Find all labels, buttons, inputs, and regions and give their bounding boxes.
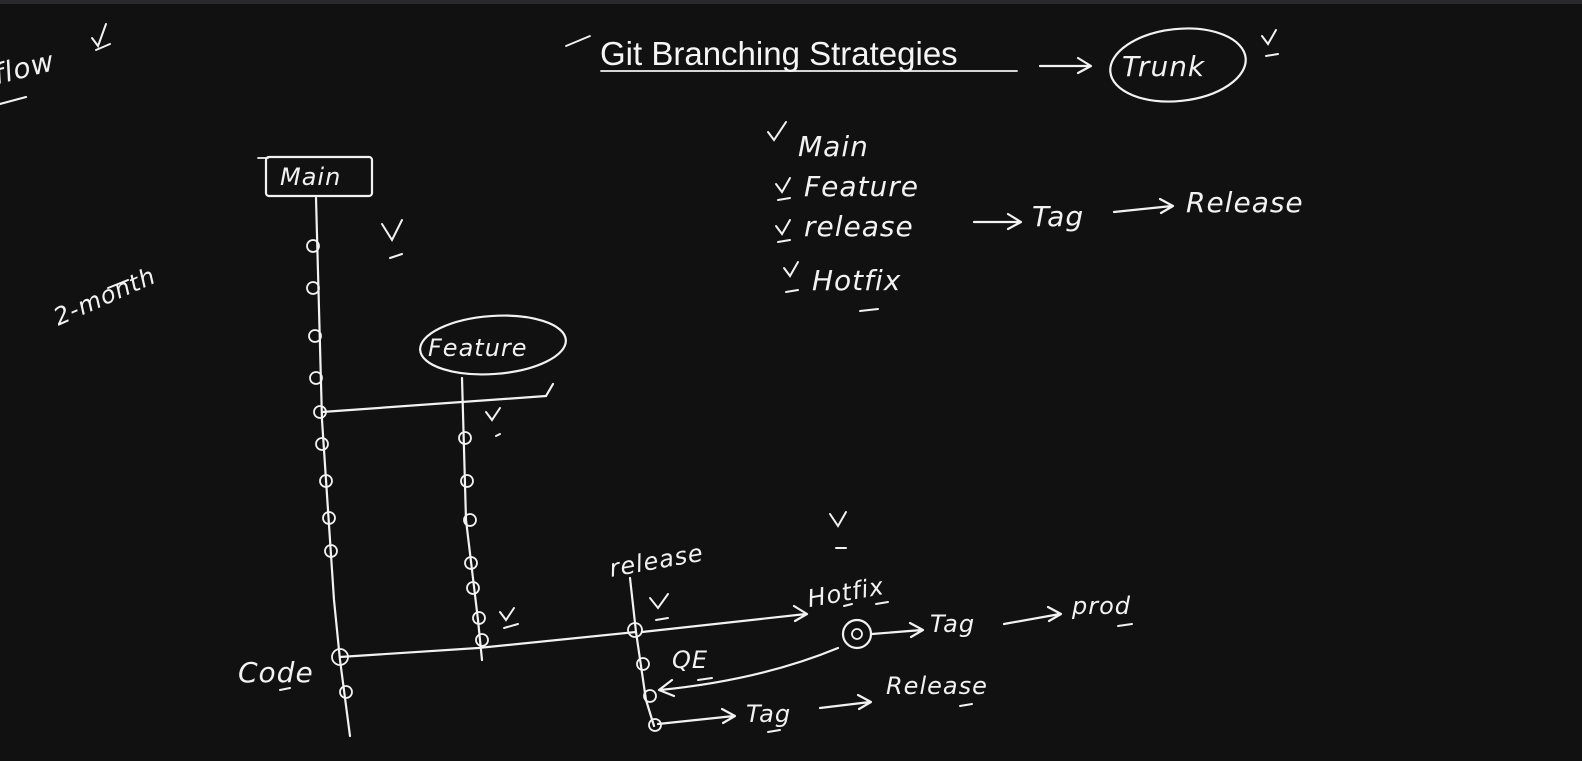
- release-commit: [648, 718, 662, 732]
- qe-underline: [697, 677, 713, 681]
- flow-underline: [0, 95, 28, 106]
- main-check-dash: [389, 253, 403, 259]
- release-result-underline: [959, 703, 973, 707]
- code-label: Code: [238, 656, 314, 689]
- release-commit: [643, 689, 657, 703]
- trunk-check-icon: [1261, 29, 1277, 46]
- main-commit: [306, 281, 320, 295]
- qe-label: QE: [672, 646, 708, 674]
- feature-commit: [472, 611, 486, 625]
- feature-commit: [475, 633, 489, 647]
- main-check-icon: [381, 219, 403, 243]
- feature-end-dash: [503, 623, 519, 629]
- main-box-label: Main: [280, 163, 341, 191]
- list-check-feature-dash: [777, 197, 791, 201]
- feature-bubble-label: Feature: [428, 334, 528, 362]
- feature-commits: [458, 431, 489, 647]
- code-underline: [279, 687, 291, 691]
- feature-commit: [464, 556, 478, 570]
- release-check-icon: [649, 593, 669, 610]
- list-check-release-icon: [775, 219, 791, 236]
- main-commit: [322, 511, 336, 525]
- branch-list: Main Feature release Tag Release Hotfix: [767, 121, 1304, 312]
- main-commit: [339, 685, 353, 699]
- tag-to-release-arrow-icon: [818, 693, 873, 711]
- main-commit: [309, 371, 323, 385]
- pen-cursor-icon: [544, 382, 555, 398]
- feature-bubble: [419, 314, 567, 376]
- feature-branch-line: [460, 376, 484, 662]
- list-check-hotfix-icon: [783, 261, 799, 278]
- release-tag-underline: [767, 729, 781, 733]
- main-commits: [306, 239, 353, 699]
- flow-check-dash: [95, 43, 111, 51]
- hotfix-to-tag-arrow-icon: [870, 621, 925, 639]
- release-commit: [627, 622, 643, 638]
- hotfix-commit-inner: [851, 628, 863, 640]
- feature-check-dot: [495, 433, 501, 437]
- main-branch-line: [314, 196, 352, 738]
- hotfix-tag-label: Tag: [930, 610, 975, 638]
- release-branch-line: [628, 576, 656, 728]
- flow-check-icon: [91, 23, 107, 49]
- main-commit: [306, 239, 320, 253]
- list-check-release-dash: [777, 239, 791, 243]
- main-commit: [308, 329, 322, 343]
- hotfix-underline-dash: [859, 308, 879, 312]
- release-tag-label: Tag: [746, 700, 791, 728]
- list-item-main: Main: [798, 130, 869, 163]
- main-box: [264, 155, 374, 198]
- list-check-feature-icon: [775, 177, 791, 194]
- feature-commit: [466, 581, 480, 595]
- release-label: release: [607, 539, 705, 583]
- release-check-dash: [655, 617, 669, 621]
- list-arrow-to-tag-icon: [972, 212, 1023, 231]
- duration-note: 2-month: [49, 262, 160, 332]
- prod-underline: [1117, 623, 1133, 627]
- main-commit: [324, 544, 338, 558]
- feature-commit: [463, 513, 477, 527]
- release-commit: [636, 657, 650, 671]
- feature-commit: [458, 431, 472, 445]
- list-item-release-result: Release: [1186, 186, 1304, 219]
- list-check-main-icon: [767, 121, 787, 142]
- prod-label: prod: [1071, 592, 1131, 620]
- code-to-release-line: [338, 630, 638, 659]
- trunk-circle: [1109, 27, 1247, 103]
- list-item-tag: Tag: [1032, 200, 1084, 233]
- list-item-feature: Feature: [804, 170, 919, 203]
- window-top-border: [0, 0, 1582, 4]
- hotfix-check-icon: [829, 511, 847, 528]
- main-commit: [315, 437, 329, 451]
- feature-branch-off-line: [320, 394, 548, 414]
- list-arrow-to-release-icon: [1112, 197, 1175, 215]
- title-arrow-icon: [1038, 56, 1093, 75]
- release-to-hotfix-arrow-icon: [640, 604, 809, 634]
- title-pen-mark: [565, 35, 591, 47]
- feature-check-icon: [485, 407, 501, 422]
- list-check-hotfix-dash: [785, 289, 799, 293]
- feature-commit: [460, 474, 474, 488]
- release-to-tag-arrow-icon: [656, 707, 737, 726]
- hotfix-commit-outer: [841, 618, 873, 650]
- hotfix-underline: [843, 601, 889, 607]
- trunk-check-dash: [1265, 53, 1279, 57]
- page-title: Git Branching Strategies: [600, 35, 958, 72]
- hotfix-to-release-arrow-icon: [657, 646, 840, 698]
- top-left-flow-text: flow: [0, 44, 58, 91]
- list-item-hotfix: Hotfix: [812, 264, 901, 297]
- hotfix-label: Hotfix: [805, 572, 886, 613]
- tag-to-prod-arrow-icon: [1002, 605, 1063, 626]
- duration-underline: [107, 279, 129, 289]
- release-result-label: Release: [886, 672, 988, 700]
- list-item-release: release: [804, 210, 914, 243]
- feature-end-check-icon: [499, 607, 515, 622]
- main-commit: [319, 474, 333, 488]
- trunk-label: Trunk: [1122, 50, 1206, 83]
